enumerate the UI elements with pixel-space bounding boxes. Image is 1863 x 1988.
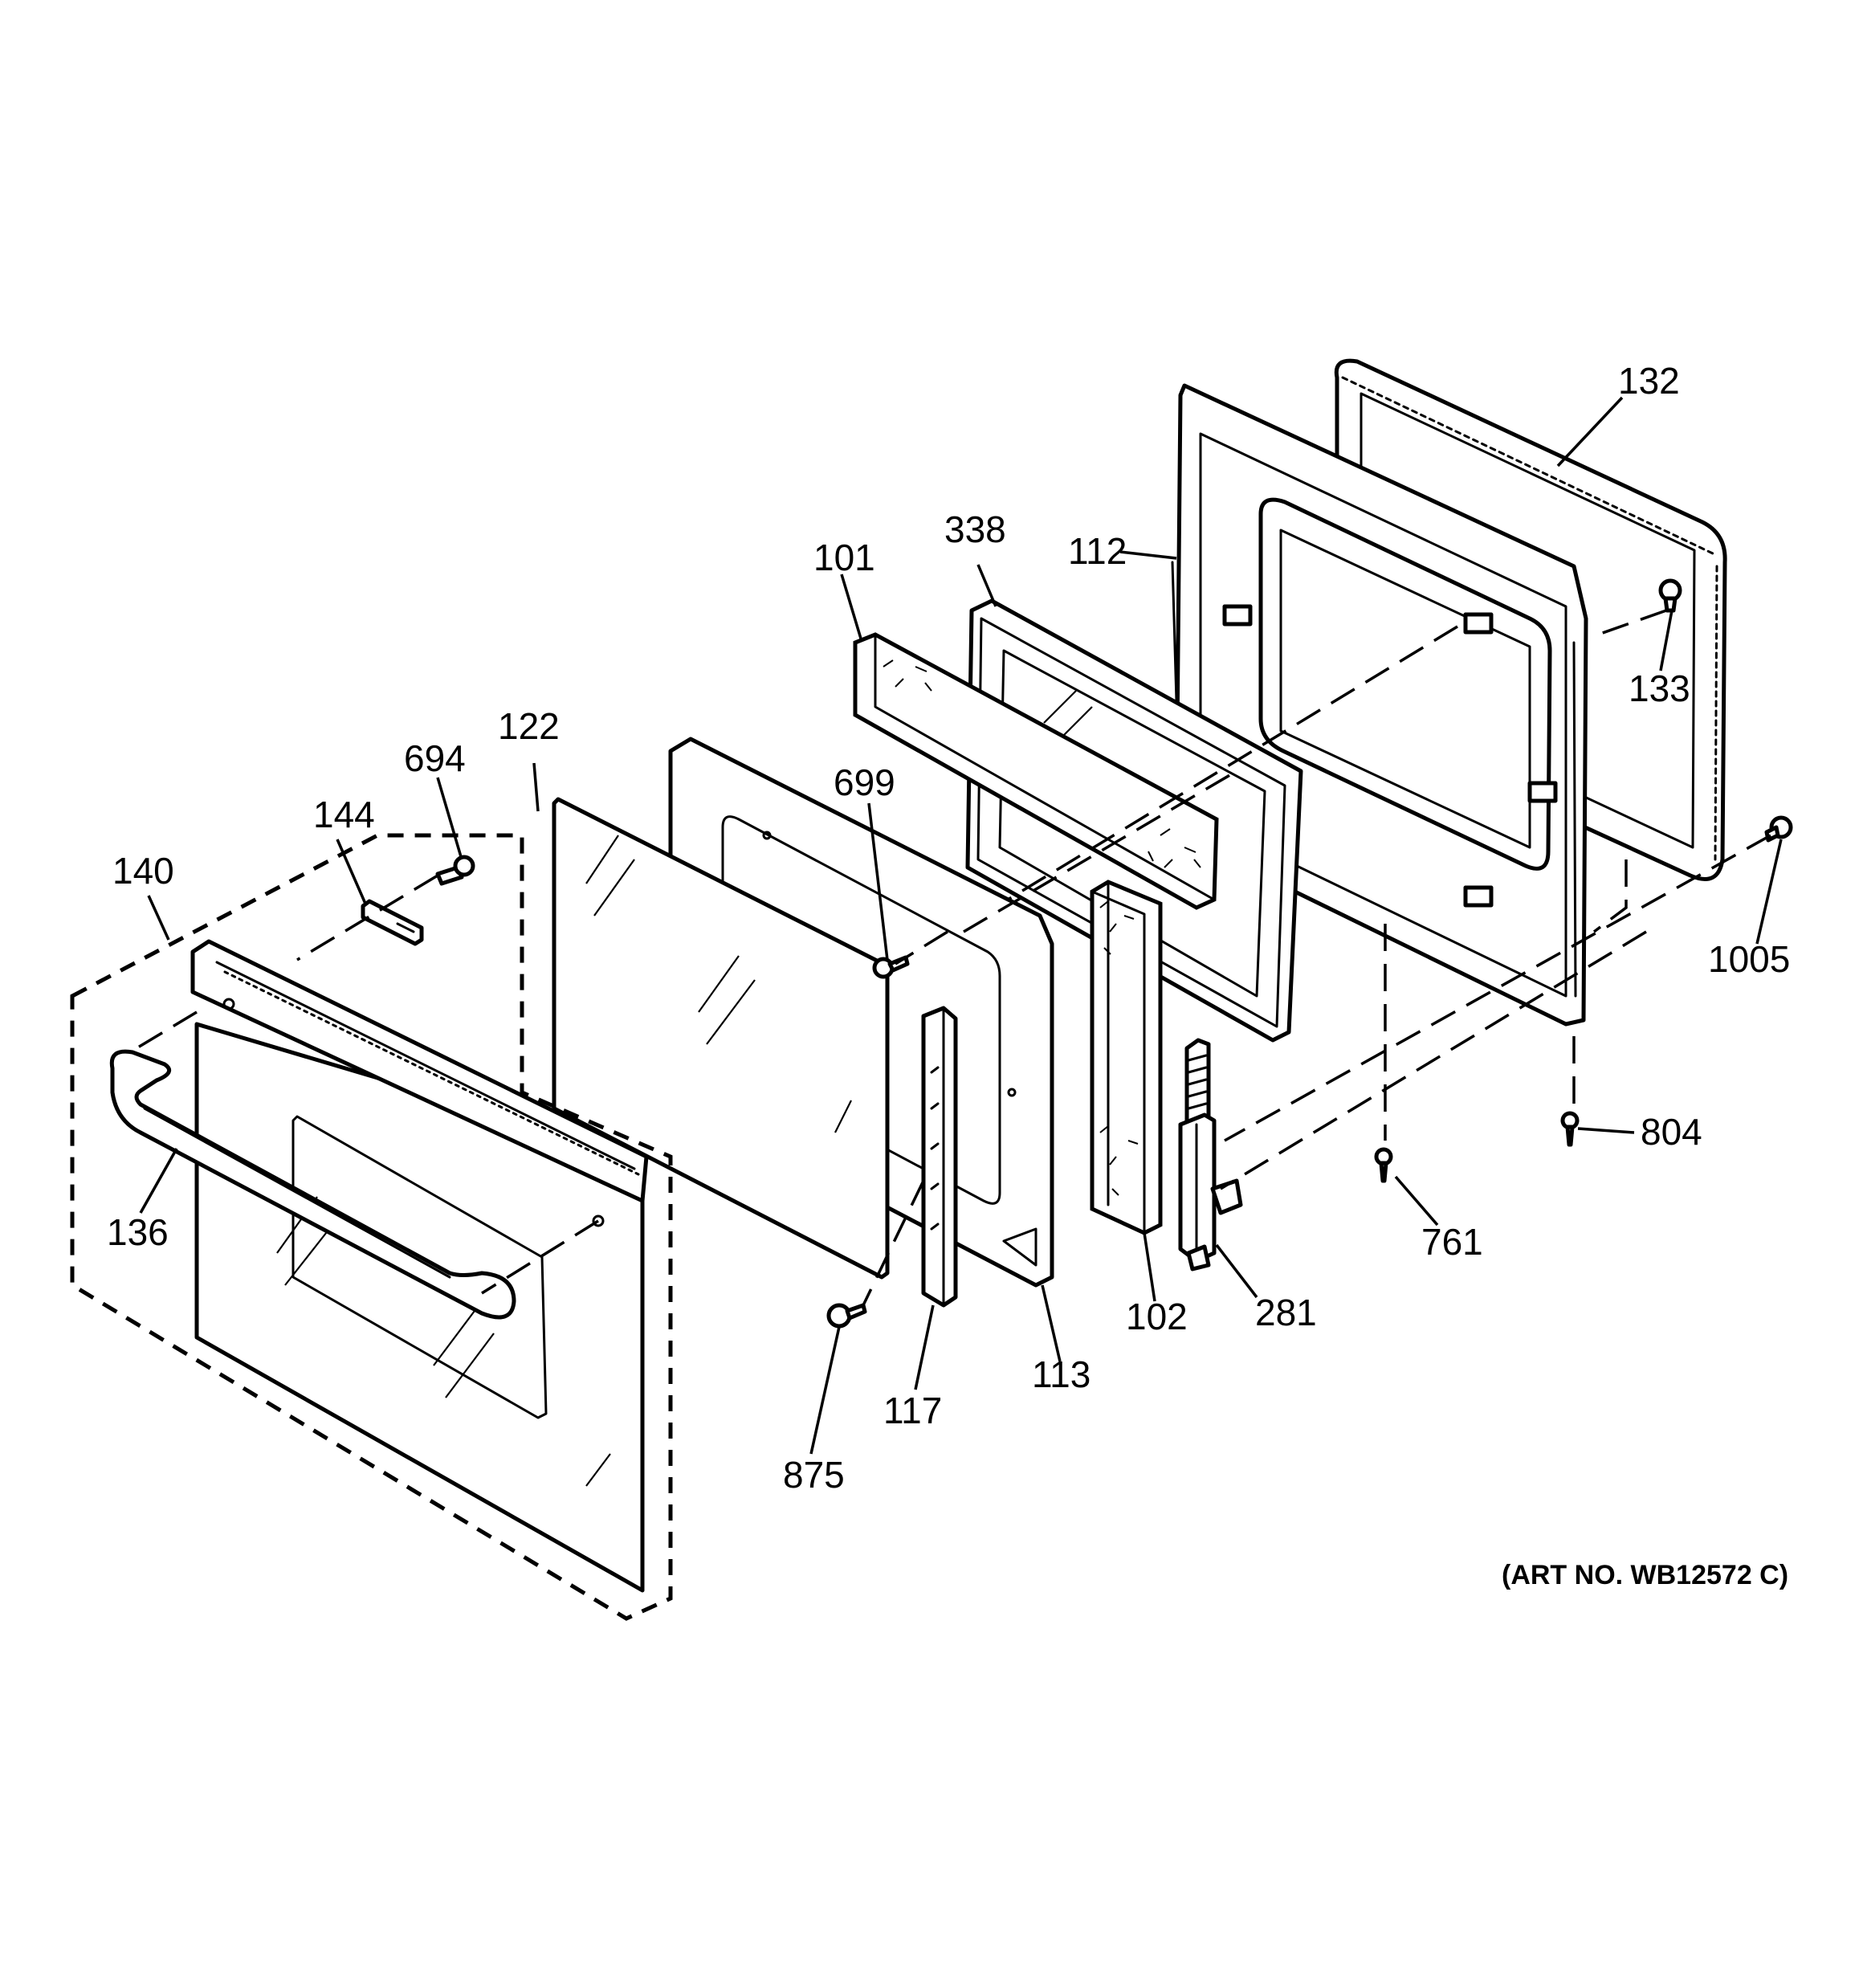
label-338: 338 <box>944 508 1006 550</box>
leader-lines <box>139 396 1783 1455</box>
label-875: 875 <box>783 1454 845 1496</box>
outer-door-panel <box>190 939 649 1593</box>
label-102: 102 <box>1126 1296 1188 1337</box>
label-117: 117 <box>883 1390 942 1431</box>
part-102-insulation <box>1090 880 1163 1235</box>
part-694-screw <box>435 855 475 886</box>
label-144: 144 <box>313 794 375 835</box>
art-number: (ART NO. WB12572 C) <box>1502 1560 1788 1590</box>
callout-labels: 132 133 112 338 101 699 122 694 144 140 … <box>107 360 1790 1496</box>
part-136-handle <box>109 1049 516 1320</box>
label-1005: 1005 <box>1708 938 1790 980</box>
label-694: 694 <box>404 737 466 779</box>
part-761-screw <box>1374 1147 1393 1183</box>
label-122: 122 <box>498 705 560 747</box>
part-117-bracket <box>921 1006 958 1308</box>
label-112: 112 <box>1068 530 1127 572</box>
label-699: 699 <box>834 761 895 803</box>
label-113: 113 <box>1032 1353 1090 1395</box>
label-140: 140 <box>112 850 174 892</box>
label-133: 133 <box>1629 667 1690 709</box>
alignment-lines <box>136 609 1771 1306</box>
part-804-screw <box>1560 1111 1580 1147</box>
part-144-plate <box>361 899 424 946</box>
label-136: 136 <box>107 1211 169 1253</box>
part-140-door-assembly <box>70 833 673 1621</box>
label-281: 281 <box>1255 1292 1317 1333</box>
part-101-insulation <box>853 632 1219 910</box>
label-804: 804 <box>1641 1111 1702 1153</box>
part-875-screw <box>826 1303 867 1329</box>
label-101: 101 <box>813 537 875 578</box>
part-281-hinge <box>1178 1038 1243 1272</box>
label-132: 132 <box>1618 360 1680 402</box>
part-133-screw <box>1658 578 1682 613</box>
label-761: 761 <box>1421 1221 1483 1263</box>
